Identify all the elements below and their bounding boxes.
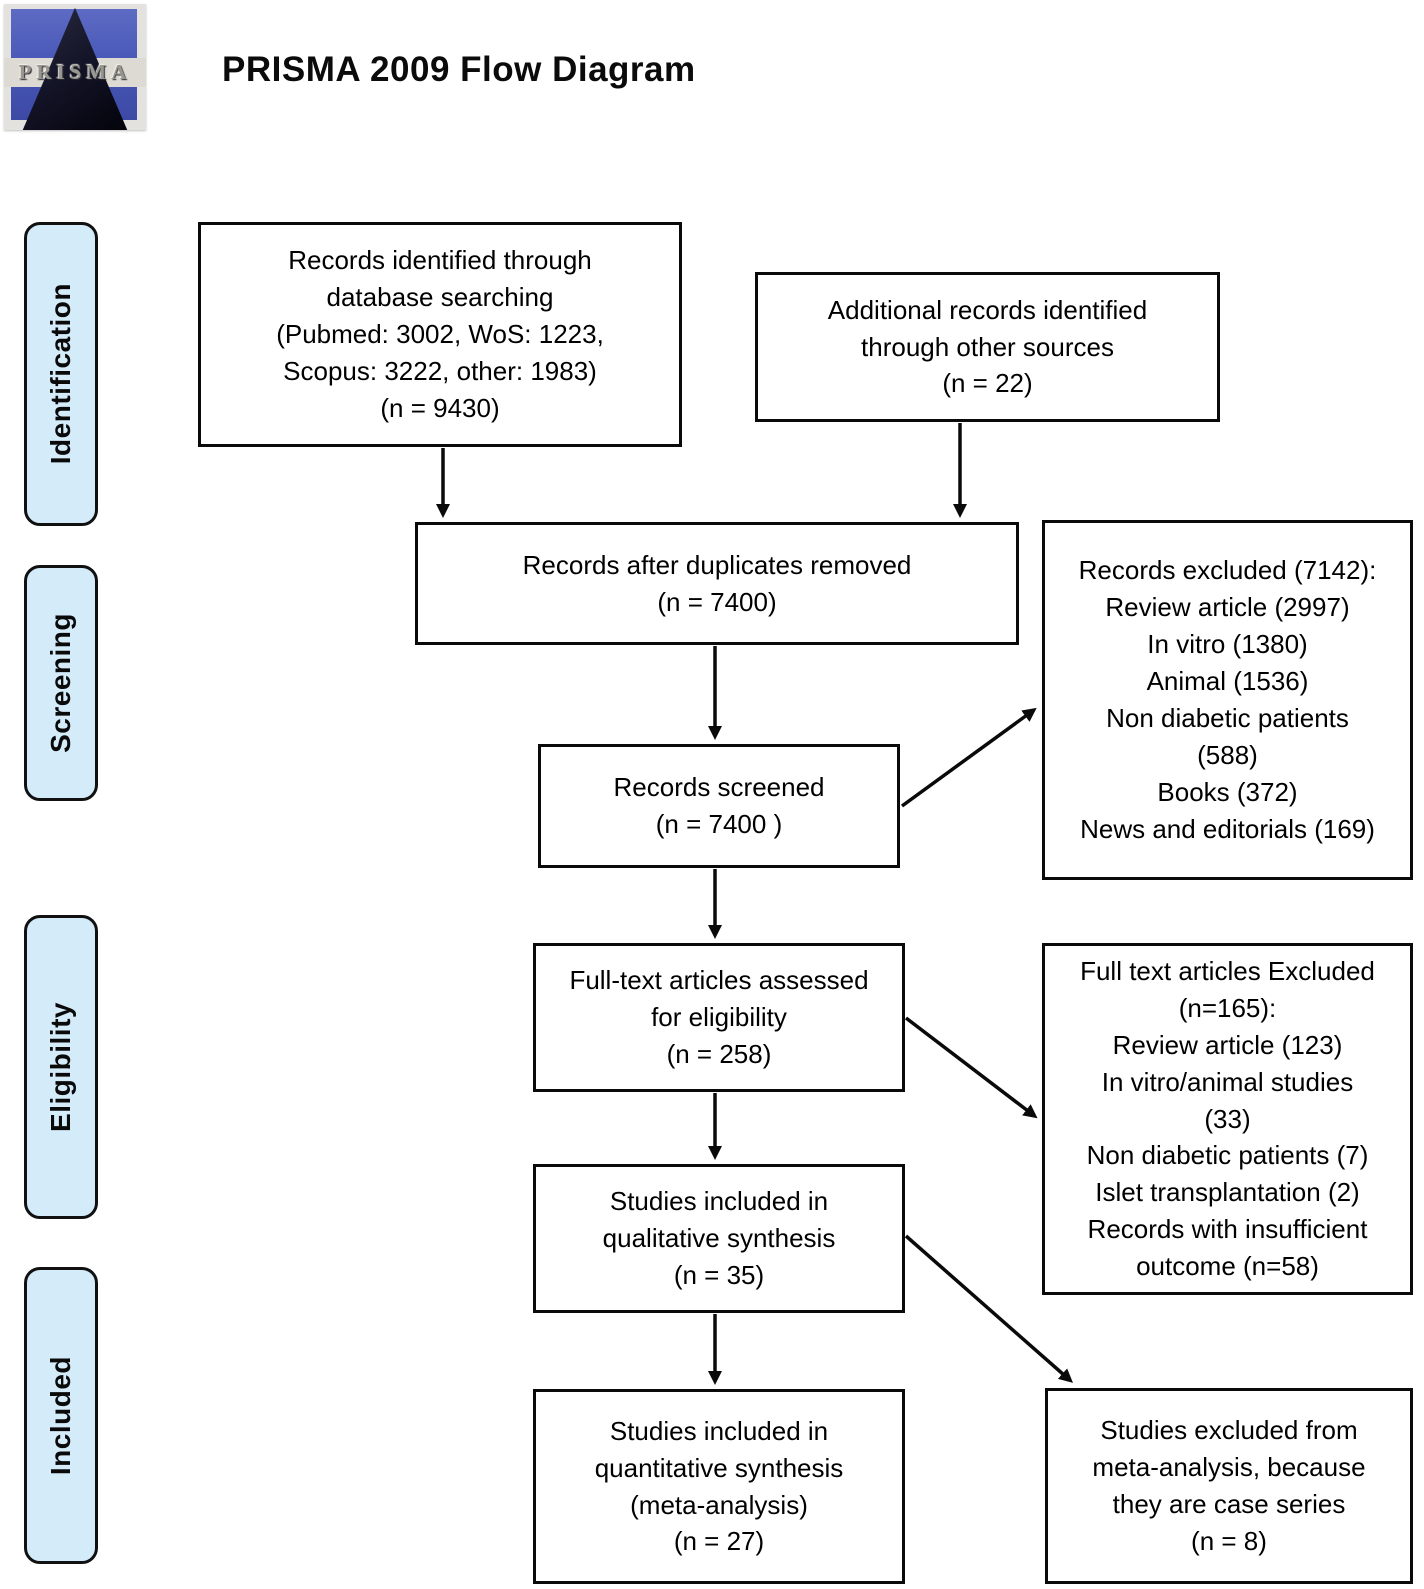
box-after-duplicates-removed: Records after duplicates removed (n = 74… (415, 522, 1019, 645)
box-records-excluded: Records excluded (7142): Review article … (1042, 520, 1413, 880)
stage-screening-label: Screening (45, 613, 76, 753)
stage-included-label: Included (45, 1355, 76, 1476)
prisma-logo: PRISMA (4, 4, 146, 130)
stage-identification: Identification (24, 222, 98, 526)
stage-identification-label: Identification (45, 283, 76, 465)
stage-eligibility: Eligibility (24, 915, 98, 1219)
stage-eligibility-label: Eligibility (45, 1002, 76, 1132)
box-meta-analysis-excluded: Studies excluded from meta-analysis, bec… (1045, 1388, 1413, 1584)
prisma-logo-text: PRISMA (18, 60, 132, 85)
box-records-screened: Records screened (n = 7400 ) (538, 744, 900, 868)
page-title: PRISMA 2009 Flow Diagram (222, 50, 696, 89)
stage-screening: Screening (24, 565, 98, 801)
box-fulltext-assessed: Full-text articles assessed for eligibil… (533, 943, 905, 1092)
box-additional-records: Additional records identified through ot… (755, 272, 1220, 422)
box-fulltext-excluded: Full text articles Excluded (n=165): Rev… (1042, 943, 1413, 1295)
box-qualitative-synthesis: Studies included in qualitative synthesi… (533, 1164, 905, 1313)
arrow-fulltext-to-fulltext-excluded (904, 1016, 1038, 1119)
box-quantitative-synthesis: Studies included in quantitative synthes… (533, 1389, 905, 1584)
stage-included: Included (24, 1267, 98, 1564)
box-records-identified: Records identified through database sear… (198, 222, 682, 447)
arrow-qualitative-to-meta-excluded (904, 1234, 1074, 1383)
arrow-screened-to-records-excluded (900, 707, 1037, 808)
